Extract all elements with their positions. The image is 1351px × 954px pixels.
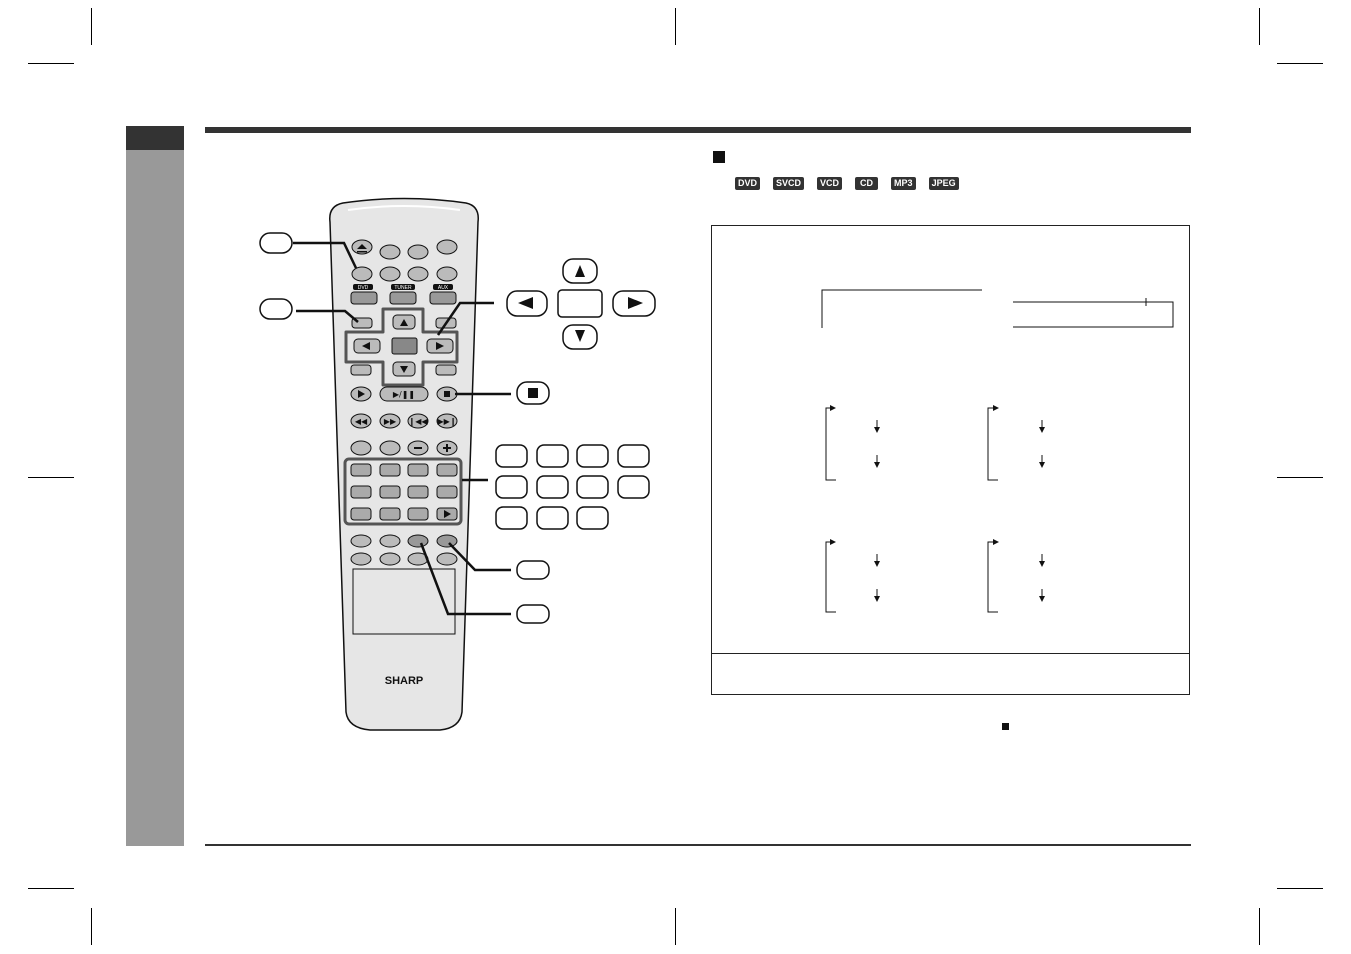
crop-mark bbox=[28, 888, 74, 889]
remote-cover-panel bbox=[352, 568, 456, 635]
crop-mark bbox=[675, 8, 676, 45]
header-rule bbox=[205, 127, 1191, 133]
crop-mark bbox=[91, 908, 92, 945]
source-label-tuner: TUNER bbox=[394, 285, 412, 291]
crop-mark bbox=[1277, 63, 1323, 64]
left-arrow-icon bbox=[362, 342, 370, 350]
fast-forward-icon: ▶▶ bbox=[384, 417, 397, 426]
eject-icon bbox=[357, 244, 367, 253]
badge-mp3: MP3 bbox=[891, 177, 916, 190]
crop-mark bbox=[1259, 8, 1260, 45]
small-bullet bbox=[1002, 723, 1009, 730]
play-pause-icon: ▶/❚❚ bbox=[393, 390, 415, 399]
crop-mark bbox=[91, 8, 92, 45]
crop-mark bbox=[675, 908, 676, 945]
repeat-diagram bbox=[821, 289, 1174, 613]
callouts bbox=[259, 232, 656, 624]
minus-icon bbox=[414, 447, 422, 449]
rewind-icon: ◀◀ bbox=[355, 417, 368, 426]
up-arrow-icon bbox=[400, 319, 408, 326]
down-arrow-icon bbox=[400, 366, 408, 373]
crop-mark bbox=[1277, 888, 1323, 889]
brand-logo: SHARP bbox=[385, 675, 424, 687]
crop-mark bbox=[28, 63, 74, 64]
stop-icon bbox=[444, 391, 450, 397]
crop-mark bbox=[1277, 477, 1323, 478]
number-pad-outline bbox=[343, 457, 463, 526]
badge-vcd: VCD bbox=[817, 177, 843, 190]
source-label-aux: AUX bbox=[438, 285, 449, 291]
plus-icon bbox=[443, 444, 451, 452]
skip-back-icon: ❙◀◀ bbox=[408, 417, 428, 426]
side-tab bbox=[126, 126, 184, 846]
badge-jpeg: JPEG bbox=[928, 177, 959, 190]
source-label-dvd: DVD bbox=[358, 285, 369, 291]
badge-dvd: DVD bbox=[735, 177, 761, 190]
crop-mark bbox=[28, 477, 74, 478]
section-bullet bbox=[713, 151, 725, 163]
repeat-mode-box bbox=[711, 225, 1190, 695]
box-divider bbox=[712, 653, 1189, 654]
side-tab-header bbox=[126, 126, 184, 150]
remote-control: DVD TUNER AUX ▶/❚❚ ◀◀ ▶▶ bbox=[329, 197, 479, 731]
skip-forward-icon: ▶▶❙ bbox=[437, 417, 456, 426]
crop-mark bbox=[1259, 908, 1260, 945]
right-arrow-icon bbox=[436, 342, 444, 350]
disc-badges: DVD SVCD VCD CD MP3 JPEG bbox=[735, 177, 972, 190]
badge-cd: CD bbox=[855, 177, 879, 190]
badge-svcd: SVCD bbox=[773, 177, 805, 190]
nav-cluster-outline bbox=[344, 307, 459, 387]
footer-rule bbox=[205, 844, 1191, 846]
